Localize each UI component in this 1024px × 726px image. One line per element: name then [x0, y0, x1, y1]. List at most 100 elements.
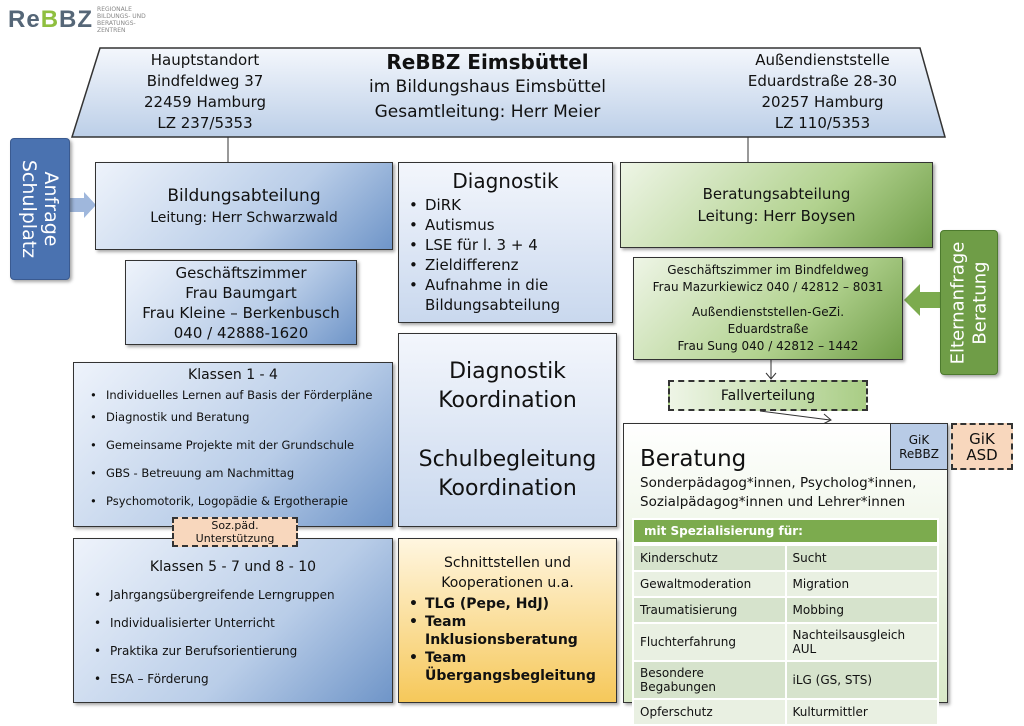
beratung-sub: Sonderpädagog*innen, Psycholog*innen, So…: [640, 475, 917, 510]
list-item: Psychomotorik, Logopädie & Ergotherapie: [90, 487, 382, 515]
beratungsabt-title: Beratungsabteilung: [702, 185, 851, 203]
header-title: ReBBZ Eimsbüttel: [386, 50, 589, 74]
table-cell: Nachteilsausgleich AUL: [784, 622, 939, 662]
anfrage-label: Anfrage: [40, 171, 62, 247]
table-cell: Kulturmittler: [784, 698, 939, 726]
header-right: Außendienststelle Eduardstraße 28-30 202…: [735, 50, 910, 134]
header-left-line: 22459 Hamburg: [143, 93, 267, 111]
beratungsabt-lead: Leitung: Herr Boysen: [697, 207, 856, 225]
gz-right-line: Außendienststellen-GeZi.: [691, 305, 845, 319]
klassen14-title: Klassen 1 - 4: [188, 367, 278, 383]
gz-left-line: Frau Baumgart: [185, 283, 297, 302]
diagnostik: Diagnostik DiRK Autismus LSE für l. 3 + …: [398, 162, 613, 323]
list-item: DiRK: [409, 195, 602, 215]
list-item: ESA – Förderung: [94, 665, 382, 693]
list-item: Diagnostik und Beratung: [90, 403, 382, 431]
koord-line: Koordination: [438, 476, 577, 501]
diagnostik-title: Diagnostik: [452, 169, 559, 193]
arrow-eltern: [904, 284, 940, 316]
sozpaed-label: Soz.päd.: [211, 519, 259, 532]
anfrage-schulplatz: Anfrage Schulplatz: [10, 138, 70, 280]
fallverteilung-label: Fallverteilung: [720, 387, 816, 404]
header-right-line: 20257 Hamburg: [761, 93, 884, 111]
beratung-title: Beratung: [640, 446, 747, 472]
klassen-5-10: Klassen 5 - 7 und 8 - 10 Jahrgangsübergr…: [73, 538, 393, 703]
gz-right-line: Frau Mazurkiewicz 040 / 42812 – 8031: [652, 280, 884, 294]
table-cell: Besondere Begabungen: [632, 660, 787, 700]
logo-wordmark: ReBBZ: [8, 6, 94, 33]
koord-line: Schulbegleitung: [418, 447, 597, 472]
list-item: Individuelles Lernen auf Basis der Förde…: [90, 387, 382, 403]
klassen510-title: Klassen 5 - 7 und 8 - 10: [149, 559, 317, 575]
header-lead: Gesamtleitung: Herr Meier: [374, 102, 601, 122]
koord-line: Diagnostik: [449, 359, 566, 384]
header-center: ReBBZ Eimsbüttel im Bildungshaus Eimsbüt…: [330, 50, 645, 125]
eltern-label: Elternanfrage: [947, 241, 968, 364]
koordination: Diagnostik Koordination Schulbegleitung …: [398, 333, 617, 527]
table-cell: Kinderschutz: [632, 544, 787, 572]
header-trapezoid: [70, 47, 946, 138]
list-item: LSE für l. 3 + 4: [409, 235, 602, 255]
list-item: GBS - Betreuung am Nachmittag: [90, 459, 382, 487]
logo-tagline: REGIONALE BILDUNGS- UND BERATUNGS- ZENTR…: [97, 6, 146, 34]
gik-label: ASD: [966, 445, 998, 464]
header-left-line: Hauptstandort: [150, 51, 260, 69]
koord-line: Koordination: [438, 388, 577, 413]
header-right-line: Eduardstraße 28-30: [747, 72, 898, 90]
table-cell: Opferschutz: [632, 698, 787, 726]
table-cell: Migration: [784, 570, 939, 598]
list-item: TLG (Pepe, HdJ): [409, 595, 606, 613]
gik-rebbz: GiK ReBBZ: [890, 423, 948, 470]
list-item: Gemeinsame Projekte mit der Grundschule: [90, 431, 382, 459]
list-item: Team Inklusionsberatung: [409, 613, 606, 649]
header-left-line: LZ 237/5353: [157, 114, 253, 132]
schnitt-title: Schnittstellen und Kooperationen u.a.: [441, 555, 574, 591]
table-cell: Gewaltmoderation: [632, 570, 787, 598]
gz-right-line: Eduardstraße: [727, 322, 809, 336]
klassen-1-4: Klassen 1 - 4 Individuelles Lernen auf B…: [73, 362, 393, 527]
gz-left-line: Geschäftszimmer: [175, 263, 307, 282]
spec-header: mit Spezialisierung für:: [632, 518, 939, 544]
eltern-label: Beratung: [969, 260, 990, 345]
header-left-line: Bindfeldweg 37: [146, 72, 264, 90]
gz-left-line: 040 / 42888-1620: [173, 323, 309, 342]
sozpaed-unterstuetzung: Soz.päd. Unterstützung: [172, 517, 298, 547]
gz-right-line: Frau Sung 040 / 42812 – 1442: [677, 339, 859, 353]
table-cell: Sucht: [784, 544, 939, 572]
list-item: Praktika zur Berufsorientierung: [94, 637, 382, 665]
table-cell: iLG (GS, STS): [784, 660, 939, 700]
table-cell: Fluchterfahrung: [632, 622, 787, 662]
list-item: Team Übergangsbegleitung: [409, 649, 606, 685]
elternanfrage-beratung: Elternanfrage Beratung: [940, 230, 998, 375]
schnittstellen: Schnittstellen und Kooperationen u.a. TL…: [398, 538, 617, 703]
header-right-line: Außendienststelle: [755, 51, 890, 69]
list-item: Zieldifferenz: [409, 255, 602, 275]
list-item: Jahrgangsübergreifende Lerngruppen: [94, 581, 382, 609]
bildung-lead: Leitung: Herr Schwarzwald: [150, 210, 338, 226]
table-cell: Mobbing: [784, 596, 939, 624]
gik-asd: GiK ASD: [951, 423, 1013, 470]
list-item: Individualisierter Unterricht: [94, 609, 382, 637]
anfrage-label: Schulplatz: [18, 159, 40, 259]
gz-left-line: Frau Kleine – Berkenbusch: [142, 303, 340, 322]
gik-label: GiK: [969, 429, 995, 448]
gik-label: GiK: [908, 432, 930, 447]
bildung-title: Bildungsabteilung: [167, 186, 321, 206]
table-cell: Traumatisierung: [632, 596, 787, 624]
gik-label: ReBBZ: [899, 446, 939, 461]
gz-right-line: Geschäftszimmer im Bindfeldweg: [667, 263, 869, 277]
header-subtitle: im Bildungshaus Eimsbüttel: [369, 77, 606, 97]
geschaeftszimmer-left: Geschäftszimmer Frau Baumgart Frau Klein…: [125, 260, 357, 345]
connectors: [70, 47, 946, 425]
header-left: Hauptstandort Bindfeldweg 37 22459 Hambu…: [120, 50, 290, 134]
geschaeftszimmer-right: Geschäftszimmer im Bindfeldweg Frau Mazu…: [633, 257, 903, 360]
bildungsabteilung: Bildungsabteilung Leitung: Herr Schwarzw…: [95, 162, 393, 250]
list-item: Autismus: [409, 215, 602, 235]
logo: ReBBZ REGIONALE BILDUNGS- UND BERATUNGS-…: [8, 6, 155, 34]
